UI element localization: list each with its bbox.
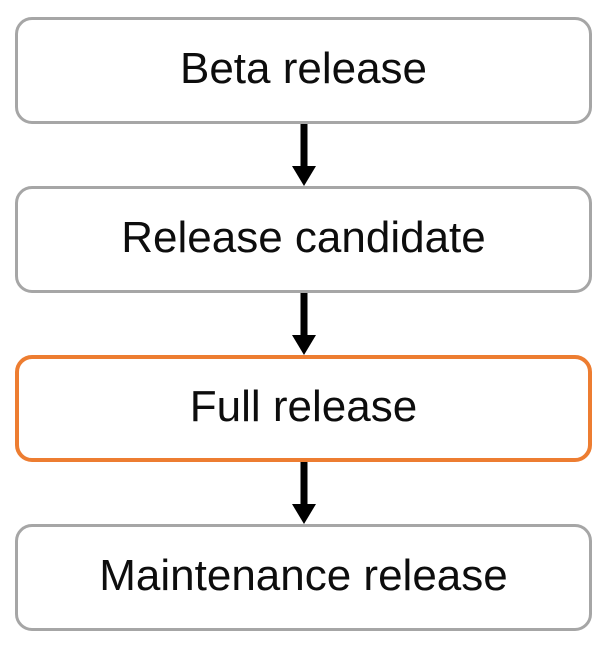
node-label-maintenance-release: Maintenance release [99,550,508,600]
flow-node-release-candidate: Release candidate [15,186,592,293]
flow-node-full-release: Full release [15,355,592,462]
flow-node-maintenance-release: Maintenance release [15,524,592,631]
flow-node-beta-release: Beta release [15,17,592,124]
node-label-beta-release: Beta release [179,43,428,93]
down-arrow-icon [291,293,317,355]
node-label-full-release: Full release [189,381,418,431]
down-arrow-icon [291,124,317,186]
node-label-release-candidate: Release candidate [121,212,486,262]
down-arrow-icon [291,462,317,524]
